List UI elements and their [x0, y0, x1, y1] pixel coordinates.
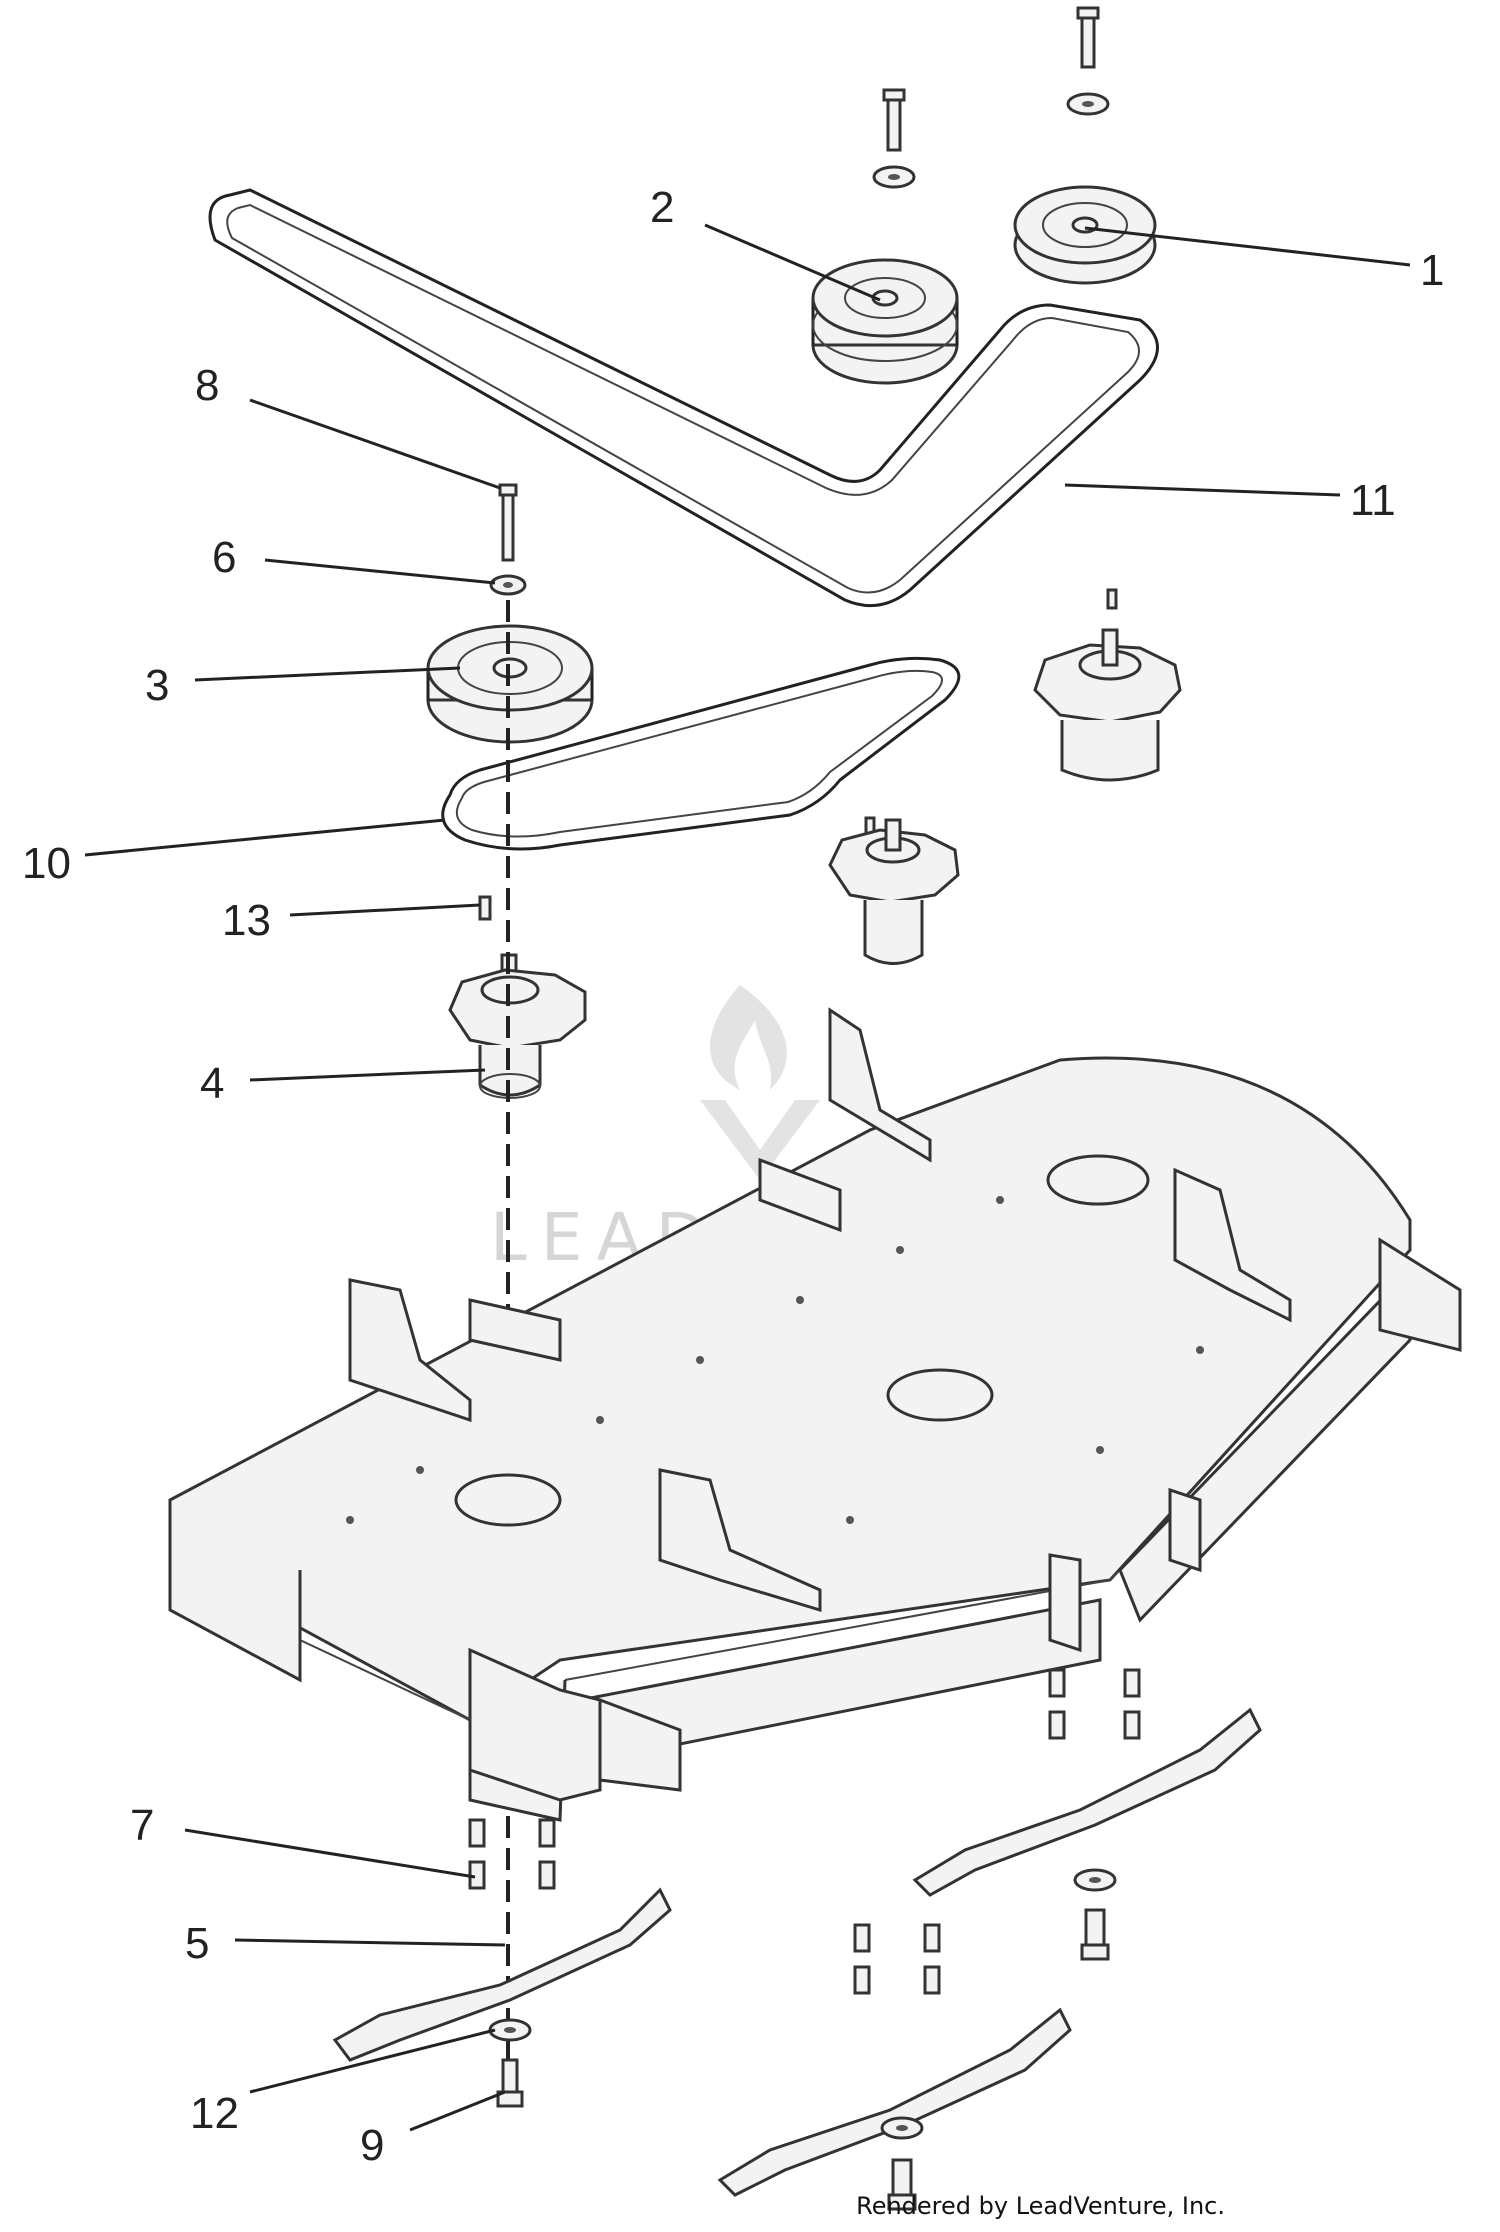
blade-middle[interactable]: [717, 2007, 1072, 2197]
bolt-8[interactable]: [498, 483, 518, 562]
callout-2: 2: [650, 183, 674, 232]
callout-6: 6: [212, 533, 236, 582]
idler-pulley-1[interactable]: [1013, 185, 1157, 285]
callout-12: 12: [190, 2089, 239, 2138]
bolt-pulley-2[interactable]: [872, 88, 916, 189]
watermark-flame-icon: [710, 985, 787, 1090]
callout-11: 11: [1350, 476, 1396, 525]
key-13[interactable]: [478, 895, 492, 921]
bolt-pulley-1[interactable]: [1066, 6, 1110, 116]
washer-bolt-right[interactable]: [1073, 1868, 1117, 1961]
callout-1: 1: [1420, 246, 1444, 295]
bolt-9[interactable]: [496, 2058, 524, 2108]
spindle-middle[interactable]: [828, 816, 960, 965]
leader-lines: [84, 223, 1411, 2132]
callout-5: 5: [185, 1919, 209, 1968]
washer-6[interactable]: [489, 574, 527, 596]
callout-4: 4: [200, 1059, 224, 1108]
washer-bolt-middle[interactable]: [880, 2116, 924, 2211]
callout-7: 7: [130, 1801, 154, 1850]
belt-11[interactable]: [208, 188, 1159, 608]
belt-10[interactable]: [441, 656, 961, 851]
callout-13: 13: [222, 896, 271, 945]
callout-10: 10: [22, 839, 71, 888]
blade-right[interactable]: [912, 1707, 1262, 1897]
blade-bolts-middle[interactable]: [853, 1923, 941, 1995]
spindle-right[interactable]: [1033, 588, 1182, 782]
washer-12[interactable]: [488, 2018, 532, 2042]
callout-9: 9: [360, 2121, 384, 2170]
double-pulley-2[interactable]: [811, 258, 959, 385]
footer-credit: Rendered by LeadVenture, Inc.: [856, 2192, 1225, 2220]
mower-deck: [168, 1007, 1462, 1822]
blade-5[interactable]: [332, 1887, 672, 2062]
blade-bolts-7[interactable]: [468, 1818, 556, 1890]
blade-bolts-right[interactable]: [1048, 1668, 1141, 1740]
callout-3: 3: [145, 661, 169, 710]
callout-labels: 1 2 3 4 5 6 7 8 9 10 11 12 13: [22, 183, 1444, 2170]
watermark-v-icon: [700, 1100, 820, 1180]
spindle-4[interactable]: [448, 953, 587, 1099]
callout-8: 8: [195, 361, 219, 410]
